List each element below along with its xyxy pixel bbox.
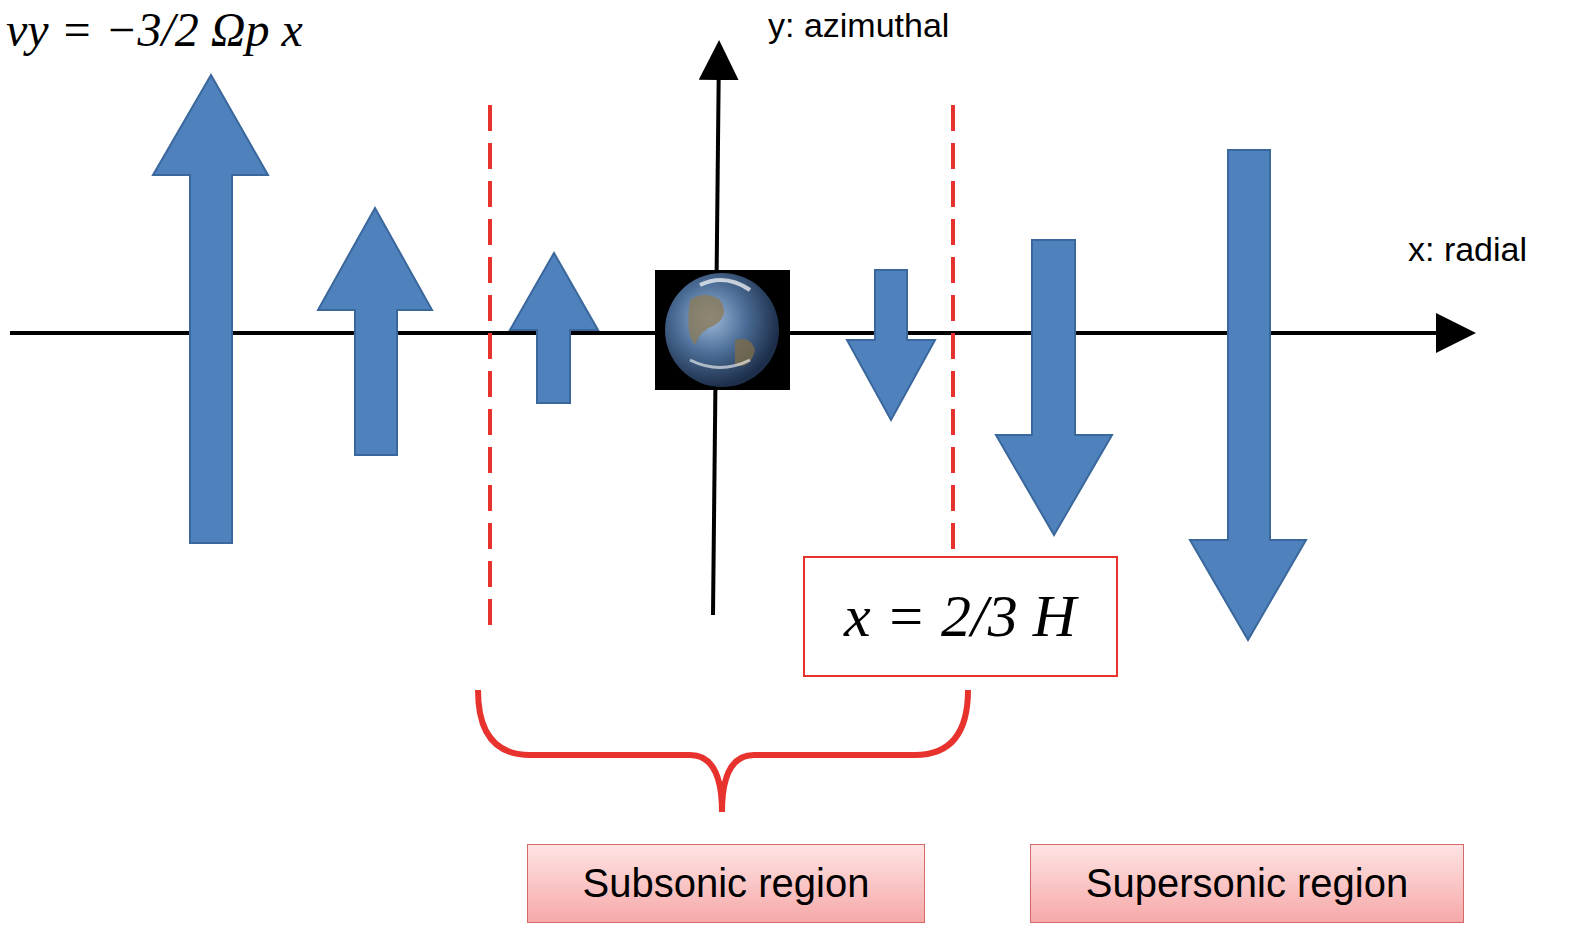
planet-icon [655,270,790,390]
region-text: Supersonic region [1086,861,1408,906]
boundary-callout: x = 2/3 H [803,556,1118,677]
region-brace [478,690,968,812]
region-text: x = 2/3 H [844,582,1076,651]
axis-label: y: azimuthal [768,6,949,45]
axis-label: x: radial [1408,230,1527,269]
region-label-box: Supersonic region [1030,844,1464,923]
region-label-box: Subsonic region [527,844,925,923]
region-text: Subsonic region [583,861,870,906]
sonic-boundary [488,105,492,632]
sonic-boundary [951,105,955,556]
velocity-formula: vy = −3/2 Ωp x [6,2,303,57]
velocity-arrows [153,75,1306,640]
